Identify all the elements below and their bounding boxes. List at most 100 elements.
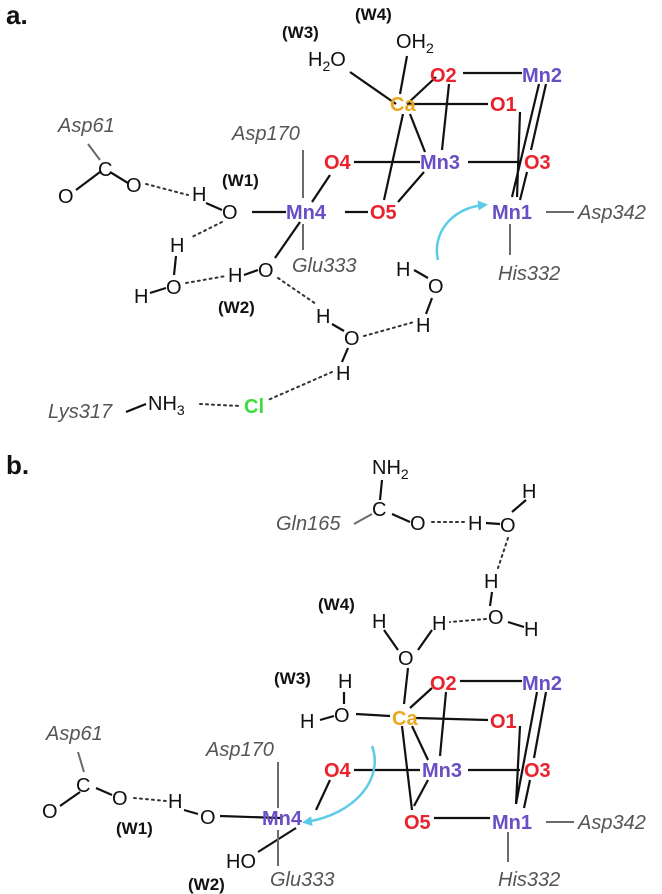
manganese-mn3: Mn3 — [420, 152, 460, 174]
residue-gln165: Gln165 — [276, 513, 341, 535]
oxo-o3: O3 — [524, 152, 551, 174]
water-w1-oxygen: O — [200, 807, 216, 829]
water-oxygen: O — [488, 607, 504, 629]
carboxyl-oxygen-1: O — [58, 186, 74, 208]
residue-lys317: Lys317 — [48, 401, 113, 423]
manganese-mn2: Mn2 — [522, 673, 562, 695]
water-oxygen: O — [500, 515, 516, 537]
hydrogen: H — [432, 613, 446, 635]
residue-asp61: Asp61 — [57, 115, 115, 137]
panel-b-label: b. — [6, 450, 29, 480]
water-w4-label: (W4) — [318, 595, 355, 614]
oxo-o2: O2 — [430, 673, 457, 695]
water-oxygen: O — [344, 328, 360, 350]
chloride: Cl — [244, 396, 264, 418]
calcium: Ca — [392, 708, 418, 730]
water-w1-oxygen: O — [222, 202, 238, 224]
water-w1-label: (W1) — [116, 819, 153, 838]
water-oxygen: O — [428, 276, 444, 298]
panel-b-transfer-arrow — [302, 745, 376, 826]
oxo-o4: O4 — [324, 152, 352, 174]
hydrogen: H — [316, 306, 330, 328]
hydrogen: H — [336, 363, 350, 385]
oxo-o4: O4 — [324, 760, 352, 782]
carboxyl-oxygen-1: O — [42, 801, 58, 823]
water-w3-oxygen: O — [334, 705, 350, 727]
hydrogen: H — [192, 184, 206, 206]
hydrogen: H — [468, 513, 482, 535]
panel-b: b. NH2 C O Gln165 H O H H O H (W4) — [6, 450, 646, 894]
water-w2-oxygen: O — [258, 260, 274, 282]
water-w3-label: (W3) — [282, 23, 319, 42]
amide-nh2: NH2 — [372, 457, 409, 482]
water-w3-formula: H2O — [308, 49, 346, 74]
panel-b-cluster-atoms: Ca O2 Mn2 O1 O4 Mn3 O3 Mn4 O5 Mn1 — [262, 673, 562, 834]
panel-a-label: a. — [6, 0, 28, 30]
water-oxygen: O — [166, 277, 182, 299]
panel-a: a. — [6, 0, 646, 423]
residue-asp170: Asp170 — [231, 123, 300, 145]
residue-glu333: Glu333 — [292, 255, 357, 277]
residue-his332: His332 — [498, 869, 560, 891]
panel-a-cluster-atoms: Ca O2 Mn2 O1 O4 Mn3 O3 Mn4 O5 Mn1 — [286, 65, 562, 224]
hydrogen: H — [134, 286, 148, 308]
panel-b-w3: (W3) H O H — [274, 669, 391, 733]
panel-a-chloride-site: NH3 Cl — [125, 393, 264, 418]
hydrogen: H — [372, 611, 386, 633]
manganese-mn1: Mn1 — [492, 202, 532, 224]
calcium: Ca — [390, 94, 416, 116]
water-w2-label: (W2) — [188, 875, 225, 894]
panel-b-cluster-bonds — [219, 679, 548, 853]
residue-his332: His332 — [498, 263, 560, 285]
water-w3-label: (W3) — [274, 669, 311, 688]
panel-b-ligand-bonds — [277, 762, 574, 866]
carboxyl-oxygen-2: O — [126, 175, 142, 197]
hydrogen: H — [228, 265, 242, 287]
residue-asp61: Asp61 — [45, 723, 103, 745]
oxo-o2: O2 — [430, 65, 457, 87]
panel-a-asp61: C O O Asp61 — [57, 115, 142, 208]
oxo-o1: O1 — [490, 94, 517, 116]
water-w2-label: (W2) — [218, 298, 255, 317]
panel-a-ligand-bonds — [302, 150, 574, 255]
carboxyl-oxygen-2: O — [112, 788, 128, 810]
manganese-mn1: Mn1 — [492, 812, 532, 834]
residue-asp342: Asp342 — [577, 202, 646, 224]
panel-a-residues: Asp170 Glu333 Asp342 His332 Lys317 — [48, 123, 646, 423]
hydrogen: H — [168, 791, 182, 813]
oxo-o1: O1 — [490, 711, 517, 733]
hydroxide: HO — [226, 851, 256, 873]
manganese-mn3: Mn3 — [422, 760, 462, 782]
carboxyl-carbon: C — [98, 159, 112, 181]
hydrogen: H — [524, 619, 538, 641]
water-w4-formula: OH2 — [396, 31, 434, 56]
hydrogen: H — [396, 259, 410, 281]
hydrogen: H — [522, 481, 536, 503]
ammonium: NH3 — [148, 393, 185, 418]
oxo-o5: O5 — [370, 202, 397, 224]
oxo-o3: O3 — [524, 760, 551, 782]
panel-b-asp61: Asp61 C O O H O (W1) — [42, 723, 216, 838]
panel-b-w4: (W4) H O H — [318, 595, 446, 705]
water-w4-oxygen: O — [398, 648, 414, 670]
hydrogen: H — [170, 235, 184, 257]
hydrogen: H — [300, 711, 314, 733]
manganese-mn4: Mn4 — [286, 202, 327, 224]
panel-b-residues: Asp170 Glu333 Asp342 His332 — [205, 739, 646, 891]
hydrogen: H — [338, 671, 352, 693]
residue-asp170: Asp170 — [205, 739, 274, 761]
panel-a-transfer-arrow — [435, 200, 488, 261]
panel-a-cluster-bonds — [252, 55, 548, 259]
panel-a-water-network: H O (W1) H O H H O (W2) H O H H O — [134, 171, 444, 407]
amide-carbon: C — [372, 499, 386, 521]
residue-asp342: Asp342 — [577, 812, 646, 834]
residue-glu333: Glu333 — [270, 869, 335, 891]
oxo-o5: O5 — [404, 812, 431, 834]
panel-b-w2: HO (W2) — [188, 851, 256, 894]
panel-a-ca-waters: (W3) (W4) H2O OH2 — [282, 5, 434, 74]
manganese-mn2: Mn2 — [522, 65, 562, 87]
water-w1-label: (W1) — [222, 171, 259, 190]
hydrogen: H — [484, 571, 498, 593]
hydrogen: H — [416, 315, 430, 337]
